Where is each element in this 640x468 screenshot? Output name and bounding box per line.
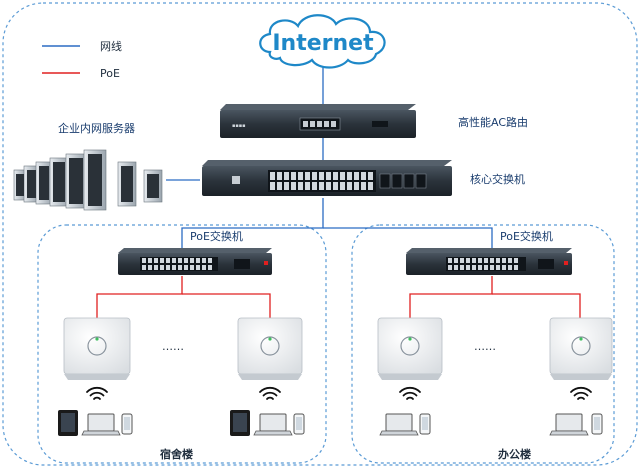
access-point-dorm-1 <box>63 317 131 380</box>
wifi-icon <box>399 386 421 400</box>
wifi-icon <box>259 386 281 400</box>
core-top-face <box>202 160 452 166</box>
core-console-port <box>232 176 240 184</box>
phone-icon <box>419 413 431 435</box>
dorm-zone-box <box>37 224 327 464</box>
core-port-grid <box>268 170 376 192</box>
link-core-poe-left <box>181 198 324 248</box>
poe-links <box>96 276 581 318</box>
network-links <box>166 62 493 248</box>
poe-link-left-a <box>96 276 183 318</box>
poe-link-left-b <box>182 293 271 318</box>
servers-label: 企业内网服务器 <box>58 121 135 135</box>
clients-office-1 <box>379 413 431 436</box>
phone-icon <box>293 413 305 435</box>
core-switch-label: 核心交换机 <box>470 172 525 186</box>
poe-switch-right: PoE交换机 <box>406 229 572 275</box>
ap-indicator-icon <box>87 336 107 356</box>
link-core-poe-right <box>323 227 493 248</box>
poe-switch-right-label: PoE交换机 <box>500 229 553 243</box>
router-led-panel <box>372 121 388 127</box>
clients-dorm-2 <box>230 410 305 436</box>
poe-link-right-a <box>409 276 493 318</box>
router-brand-mark: ▪▪▪▪ <box>232 123 246 129</box>
poe-link-right-b <box>492 293 581 318</box>
clients-dorm-1 <box>58 410 133 436</box>
phone-icon <box>591 413 603 435</box>
internet-cloud: Internet <box>259 14 386 69</box>
dorm-ap-separator: …… <box>162 340 184 353</box>
office-zone-label: 办公楼 <box>498 447 531 461</box>
phone-icon <box>121 413 133 435</box>
laptop-icon <box>81 413 121 436</box>
cloud-icon <box>259 14 386 69</box>
laptop-icon <box>379 413 419 436</box>
wifi-icon <box>86 386 108 400</box>
office-zone-box <box>351 224 615 464</box>
core-switch: 核心交换机 <box>202 160 525 196</box>
router-port-cells <box>303 121 336 127</box>
poe-switch-left: PoE交换机 <box>118 229 272 275</box>
access-point-office-1 <box>377 317 443 380</box>
ap-indicator-icon <box>400 336 420 356</box>
laptop-icon <box>253 413 293 436</box>
wifi-icon <box>570 386 592 400</box>
ap-indicator-icon <box>260 336 280 356</box>
clients-office-2 <box>549 413 603 436</box>
server-rack-group <box>13 149 163 211</box>
ac-router-label: 高性能AC路由 <box>458 115 528 129</box>
laptop-icon <box>549 413 589 436</box>
access-point-office-2 <box>549 317 613 380</box>
ap-indicator-icon <box>571 336 591 356</box>
legend: 网线 PoE <box>42 39 122 80</box>
legend-network-label: 网线 <box>100 39 122 53</box>
poe-switch-left-label: PoE交换机 <box>190 229 243 243</box>
core-sfp-ports <box>379 173 427 189</box>
access-point-dorm-2 <box>237 317 303 380</box>
office-ap-separator: …… <box>474 340 496 353</box>
legend-poe-label: PoE <box>100 67 120 80</box>
servers: 企业内网服务器 <box>13 121 163 211</box>
internet-label: Internet <box>272 31 374 56</box>
router-top-face <box>220 104 416 110</box>
dorm-zone-label: 宿舍楼 <box>160 447 193 461</box>
ac-router: ▪▪▪▪ 高性能AC路由 <box>220 104 528 138</box>
